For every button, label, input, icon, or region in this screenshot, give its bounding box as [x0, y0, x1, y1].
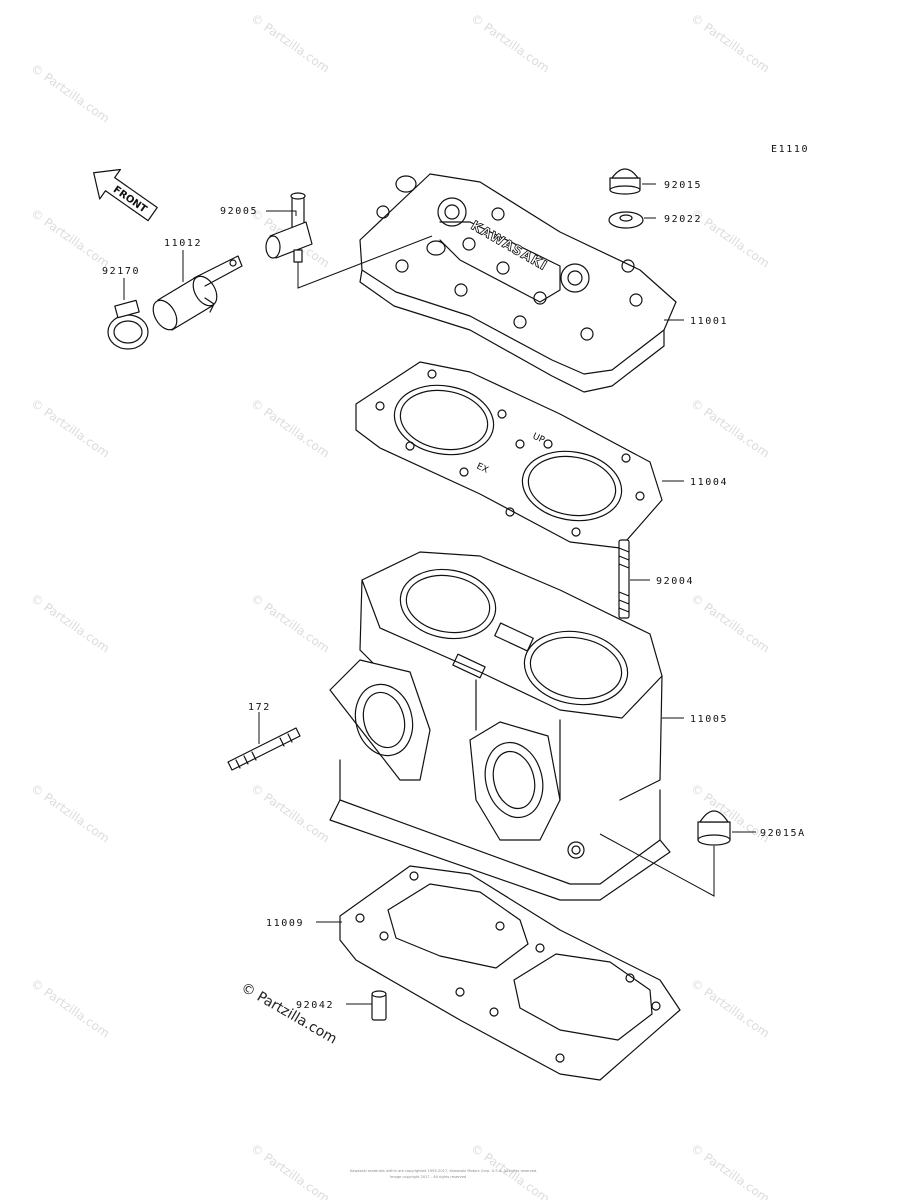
cylinder-cap-part	[152, 255, 243, 331]
front-arrow-icon: FRONT	[93, 168, 158, 222]
hose-clamp-part	[107, 299, 149, 350]
watermark-text: © Partzilla.com	[248, 781, 332, 846]
watermark-text: © Partzilla.com	[28, 781, 112, 846]
base-gasket-part	[339, 865, 681, 1081]
watermark-text: © Partzilla.com	[248, 1141, 332, 1200]
part-label-92170[interactable]: 92170	[102, 266, 140, 277]
washer-part	[608, 211, 644, 229]
part-label-11009[interactable]: 11009	[266, 918, 304, 929]
footer-copyright-line1: Kawasaki materials within are copyrighte…	[350, 1169, 537, 1173]
cap-nut-a-part	[697, 810, 731, 846]
head-gasket-part: UP EX	[355, 361, 663, 549]
cylinder-head-part: KAWASAKI	[359, 173, 677, 393]
dowel-pin-part	[371, 990, 387, 1021]
watermark-text: © Partzilla.com	[688, 591, 772, 656]
part-labels: 92015 92022 92005 11012 92170 11001 1100…	[102, 180, 806, 1011]
watermark-text: © Partzilla.com	[248, 11, 332, 76]
footer-copyright-line2: Image copyright 2017 - All rights reserv…	[390, 1175, 466, 1179]
part-label-92042[interactable]: 92042	[296, 1000, 334, 1011]
watermark-text: © Partzilla.com	[248, 591, 332, 656]
part-label-92005[interactable]: 92005	[220, 206, 258, 217]
part-label-11012[interactable]: 11012	[164, 238, 202, 249]
gasket-ex-mark: EX	[475, 462, 490, 476]
watermark-text: © Partzilla.com	[28, 206, 112, 271]
watermark-text: © Partzilla.com	[688, 11, 772, 76]
fitting-part	[265, 192, 313, 263]
diagram-code: E1110	[771, 144, 809, 155]
part-label-92004[interactable]: 92004	[656, 576, 694, 587]
gasket-up-mark: UP	[531, 432, 547, 446]
watermark-text: © Partzilla.com	[688, 1141, 772, 1200]
watermark-text: © Partzilla.com	[468, 11, 552, 76]
part-label-11001[interactable]: 11001	[690, 316, 728, 327]
part-label-92022[interactable]: 92022	[664, 214, 702, 225]
watermark-text: © Partzilla.com	[28, 591, 112, 656]
cylinder-block-part	[329, 551, 671, 901]
leader-lines	[123, 183, 756, 1005]
watermark-text: © Partzilla.com	[28, 976, 112, 1041]
part-label-11004[interactable]: 11004	[690, 477, 728, 488]
partzilla-watermark: © Partzilla.com	[238, 980, 340, 1048]
watermark-text: © Partzilla.com	[688, 396, 772, 461]
part-label-172[interactable]: 172	[248, 702, 271, 713]
stud-part	[618, 539, 630, 619]
watermark-text: © Partzilla.com	[688, 976, 772, 1041]
watermark-text: © Partzilla.com	[28, 61, 112, 126]
watermark-text: © Partzilla.com	[248, 396, 332, 461]
cap-nut-part	[609, 168, 641, 195]
part-label-92015[interactable]: 92015	[664, 180, 702, 191]
part-label-11005[interactable]: 11005	[690, 714, 728, 725]
long-stud-part	[227, 727, 301, 771]
part-label-92015A[interactable]: 92015A	[760, 828, 806, 839]
watermark-text: © Partzilla.com	[28, 396, 112, 461]
